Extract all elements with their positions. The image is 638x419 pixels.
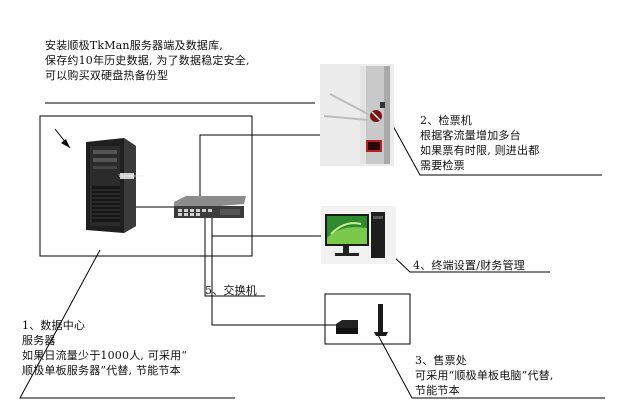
ticket-office-pc-icon: [336, 304, 388, 336]
note-top-line: 安装顺极TkMan服务器端及数据库,: [45, 39, 224, 52]
switch-terminal-link: [211, 218, 330, 237]
server-icon: [86, 138, 136, 233]
data-center-line: 服务器: [22, 334, 56, 347]
ticket-check-title: 2、检票机: [420, 114, 472, 127]
checker-label-line: [386, 114, 602, 176]
ticket-office-frame: [324, 293, 411, 345]
turnstile-icon: [320, 64, 394, 166]
switch-label: 5、交换机: [205, 284, 257, 297]
switch-icon: [174, 196, 246, 218]
data-center-line: 如果日流量少于1000人, 可采用“: [22, 349, 188, 362]
terminal-label: 4、终端设置/财务管理: [413, 259, 525, 272]
ticket-office-line: 节能节本: [415, 384, 460, 397]
switch-label-line: [204, 216, 265, 297]
note-top-line: 可以购买双硬盘热备份型: [45, 69, 169, 82]
office-label-line: [377, 334, 605, 399]
terminal-computer-icon: [321, 206, 396, 264]
switch-checker-link: [199, 134, 322, 198]
server-brand: ThinkServer: [118, 173, 146, 178]
ticket-check-label: 2、检票机 根据客流量增加多台 如果票有时限, 则进出都 需要检票: [420, 113, 539, 173]
note-arrow-head: [61, 139, 70, 148]
data-center-title: 1、数据中心: [22, 319, 86, 332]
datacenter-label-line: [19, 249, 235, 399]
switch-office-link: [211, 220, 338, 326]
ticket-check-line: 根据客流量增加多台: [420, 129, 521, 142]
ticket-check-line: 如果票有时限, 则进出都: [420, 144, 540, 157]
data-center-label: 1、数据中心 服务器 如果日流量少于1000人, 可采用“ 顺极单板服务器”代替…: [22, 318, 187, 378]
ticket-office-label: 3、售票处 可采用“顺极单板电脑”代替, 节能节本: [415, 353, 554, 398]
ticket-office-title: 3、售票处: [415, 354, 467, 367]
note-top-line: 保存约10年历史数据, 为了数据稳定安全,: [45, 54, 250, 67]
note-top: 安装顺极TkMan服务器端及数据库, 保存约10年历史数据, 为了数据稳定安全,…: [45, 38, 250, 83]
data-center-line: 顺极单板服务器”代替, 节能节本: [22, 364, 181, 377]
ticket-check-line: 需要检票: [420, 159, 465, 172]
ticket-office-line: 可采用“顺极单板电脑”代替,: [415, 369, 554, 382]
server-frame: [39, 115, 253, 257]
